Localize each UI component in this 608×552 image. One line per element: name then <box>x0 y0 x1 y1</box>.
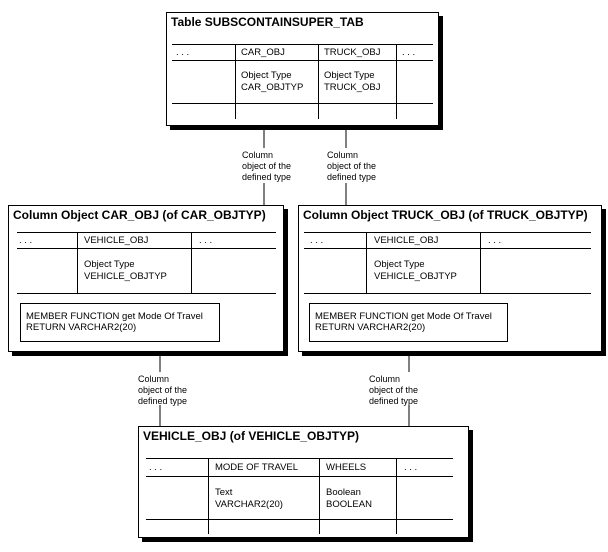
column-divider <box>77 232 78 293</box>
column-divider <box>235 44 236 119</box>
column-divider <box>318 44 319 119</box>
vehicle-obj-type-label: Object Type <box>84 259 135 270</box>
wheels-type-name: BOOLEAN <box>326 499 372 510</box>
body-bottom-rule <box>17 293 276 294</box>
truck-obj-type-name: TRUCK_OBJ <box>324 82 381 93</box>
member-function-box: MEMBER FUNCTION get Mode Of Travel RETUR… <box>20 303 220 342</box>
member-function-return: RETURN VARCHAR2(20) <box>26 322 137 333</box>
wheels-type-label: Boolean <box>326 487 361 498</box>
car-obj-type-label: Object Type <box>241 70 292 81</box>
connector-label-line: object of the <box>327 161 377 171</box>
member-function-box: MEMBER FUNCTION get Mode Of Travel RETUR… <box>309 303 508 342</box>
column-header-car-obj: CAR_OBJ <box>241 47 285 58</box>
column-header-mode-of-travel: MODE OF TRAVEL <box>215 462 299 473</box>
vehicle-obj-type-label: Object Type <box>374 259 425 270</box>
truck-obj-type-label: Object Type <box>324 70 375 81</box>
vehicle-obj-object: VEHICLE_OBJ (of VEHICLE_OBJTYP) . . . MO… <box>138 426 469 538</box>
body-bottom-rule <box>146 519 453 520</box>
column-divider <box>396 44 397 119</box>
car-obj-type-name: CAR_OBJTYP <box>241 82 304 93</box>
header-bottom-rule <box>146 476 453 477</box>
column-header-ellipsis: . . . <box>149 462 163 473</box>
header-bottom-rule <box>172 60 433 61</box>
column-divider <box>366 232 367 293</box>
connector-label-truck-vehicle: Column object of the defined type <box>369 374 418 407</box>
header-bottom-rule <box>304 248 591 249</box>
body-bottom-rule <box>304 293 591 294</box>
vehicle-obj-type-name: VEHICLE_OBJTYP <box>374 271 457 282</box>
connector-label-line: defined type <box>138 396 188 406</box>
column-header-vehicle-obj: VEHICLE_OBJ <box>84 235 149 246</box>
member-function-return: RETURN VARCHAR2(20) <box>315 322 426 333</box>
connector-label-line: object of the <box>369 385 419 395</box>
member-function-signature: MEMBER FUNCTION get Mode Of Travel <box>315 311 492 322</box>
column-header-ellipsis: . . . <box>488 235 502 246</box>
connector-label-truck-obj: Column object of the defined type <box>327 150 376 183</box>
column-header-truck-obj: TRUCK_OBJ <box>324 47 381 58</box>
header-top-rule <box>146 458 453 459</box>
connector-label-line: object of the <box>242 161 292 171</box>
column-divider <box>208 458 209 534</box>
column-divider <box>396 458 397 534</box>
header-top-rule <box>304 232 591 233</box>
connector-label-line: defined type <box>369 396 419 406</box>
column-divider <box>480 232 481 293</box>
connector-label-line: object of the <box>138 385 188 395</box>
connector-label-line: Column <box>138 374 170 384</box>
column-divider <box>191 232 192 293</box>
column-header-ellipsis: . . . <box>404 462 418 473</box>
column-header-wheels: WHEELS <box>326 462 367 473</box>
mode-of-travel-type-label: Text <box>215 487 233 498</box>
connector-label-car-vehicle: Column object of the defined type <box>138 374 187 407</box>
mode-of-travel-type-name: VARCHAR2(20) <box>215 499 283 510</box>
column-header-ellipsis: . . . <box>199 235 213 246</box>
column-header-vehicle-obj: VEHICLE_OBJ <box>374 235 439 246</box>
column-header-ellipsis: . . . <box>176 47 190 58</box>
table-title: Table SUBSCONTAINSUPER_TAB <box>171 15 364 29</box>
truck-obj-title: Column Object TRUCK_OBJ (of TRUCK_OBJTYP… <box>303 208 588 222</box>
column-header-ellipsis: . . . <box>19 235 33 246</box>
vehicle-obj-type-name: VEHICLE_OBJTYP <box>84 271 167 282</box>
subscontainsuper-tab-table: Table SUBSCONTAINSUPER_TAB . . . CAR_OBJ… <box>166 12 439 126</box>
body-bottom-rule <box>172 103 433 104</box>
connector-label-line: defined type <box>242 172 292 182</box>
header-top-rule <box>17 232 276 233</box>
column-header-ellipsis: . . . <box>402 47 416 58</box>
column-divider <box>319 458 320 534</box>
connector-label-line: Column <box>242 150 274 160</box>
truck-obj-column-object: Column Object TRUCK_OBJ (of TRUCK_OBJTYP… <box>298 205 602 352</box>
connector-label-line: Column <box>327 150 359 160</box>
member-function-signature: MEMBER FUNCTION get Mode Of Travel <box>26 311 203 322</box>
header-bottom-rule <box>17 248 276 249</box>
vehicle-obj-title: VEHICLE_OBJ (of VEHICLE_OBJTYP) <box>143 429 360 443</box>
connector-label-car-obj: Column object of the defined type <box>242 150 291 183</box>
column-header-ellipsis: . . . <box>310 235 324 246</box>
car-obj-column-object: Column Object CAR_OBJ (of CAR_OBJTYP) . … <box>8 205 284 352</box>
connector-label-line: defined type <box>327 172 377 182</box>
car-obj-title: Column Object CAR_OBJ (of CAR_OBJTYP) <box>13 208 266 222</box>
header-top-rule <box>172 44 433 45</box>
connector-label-line: Column <box>369 374 401 384</box>
